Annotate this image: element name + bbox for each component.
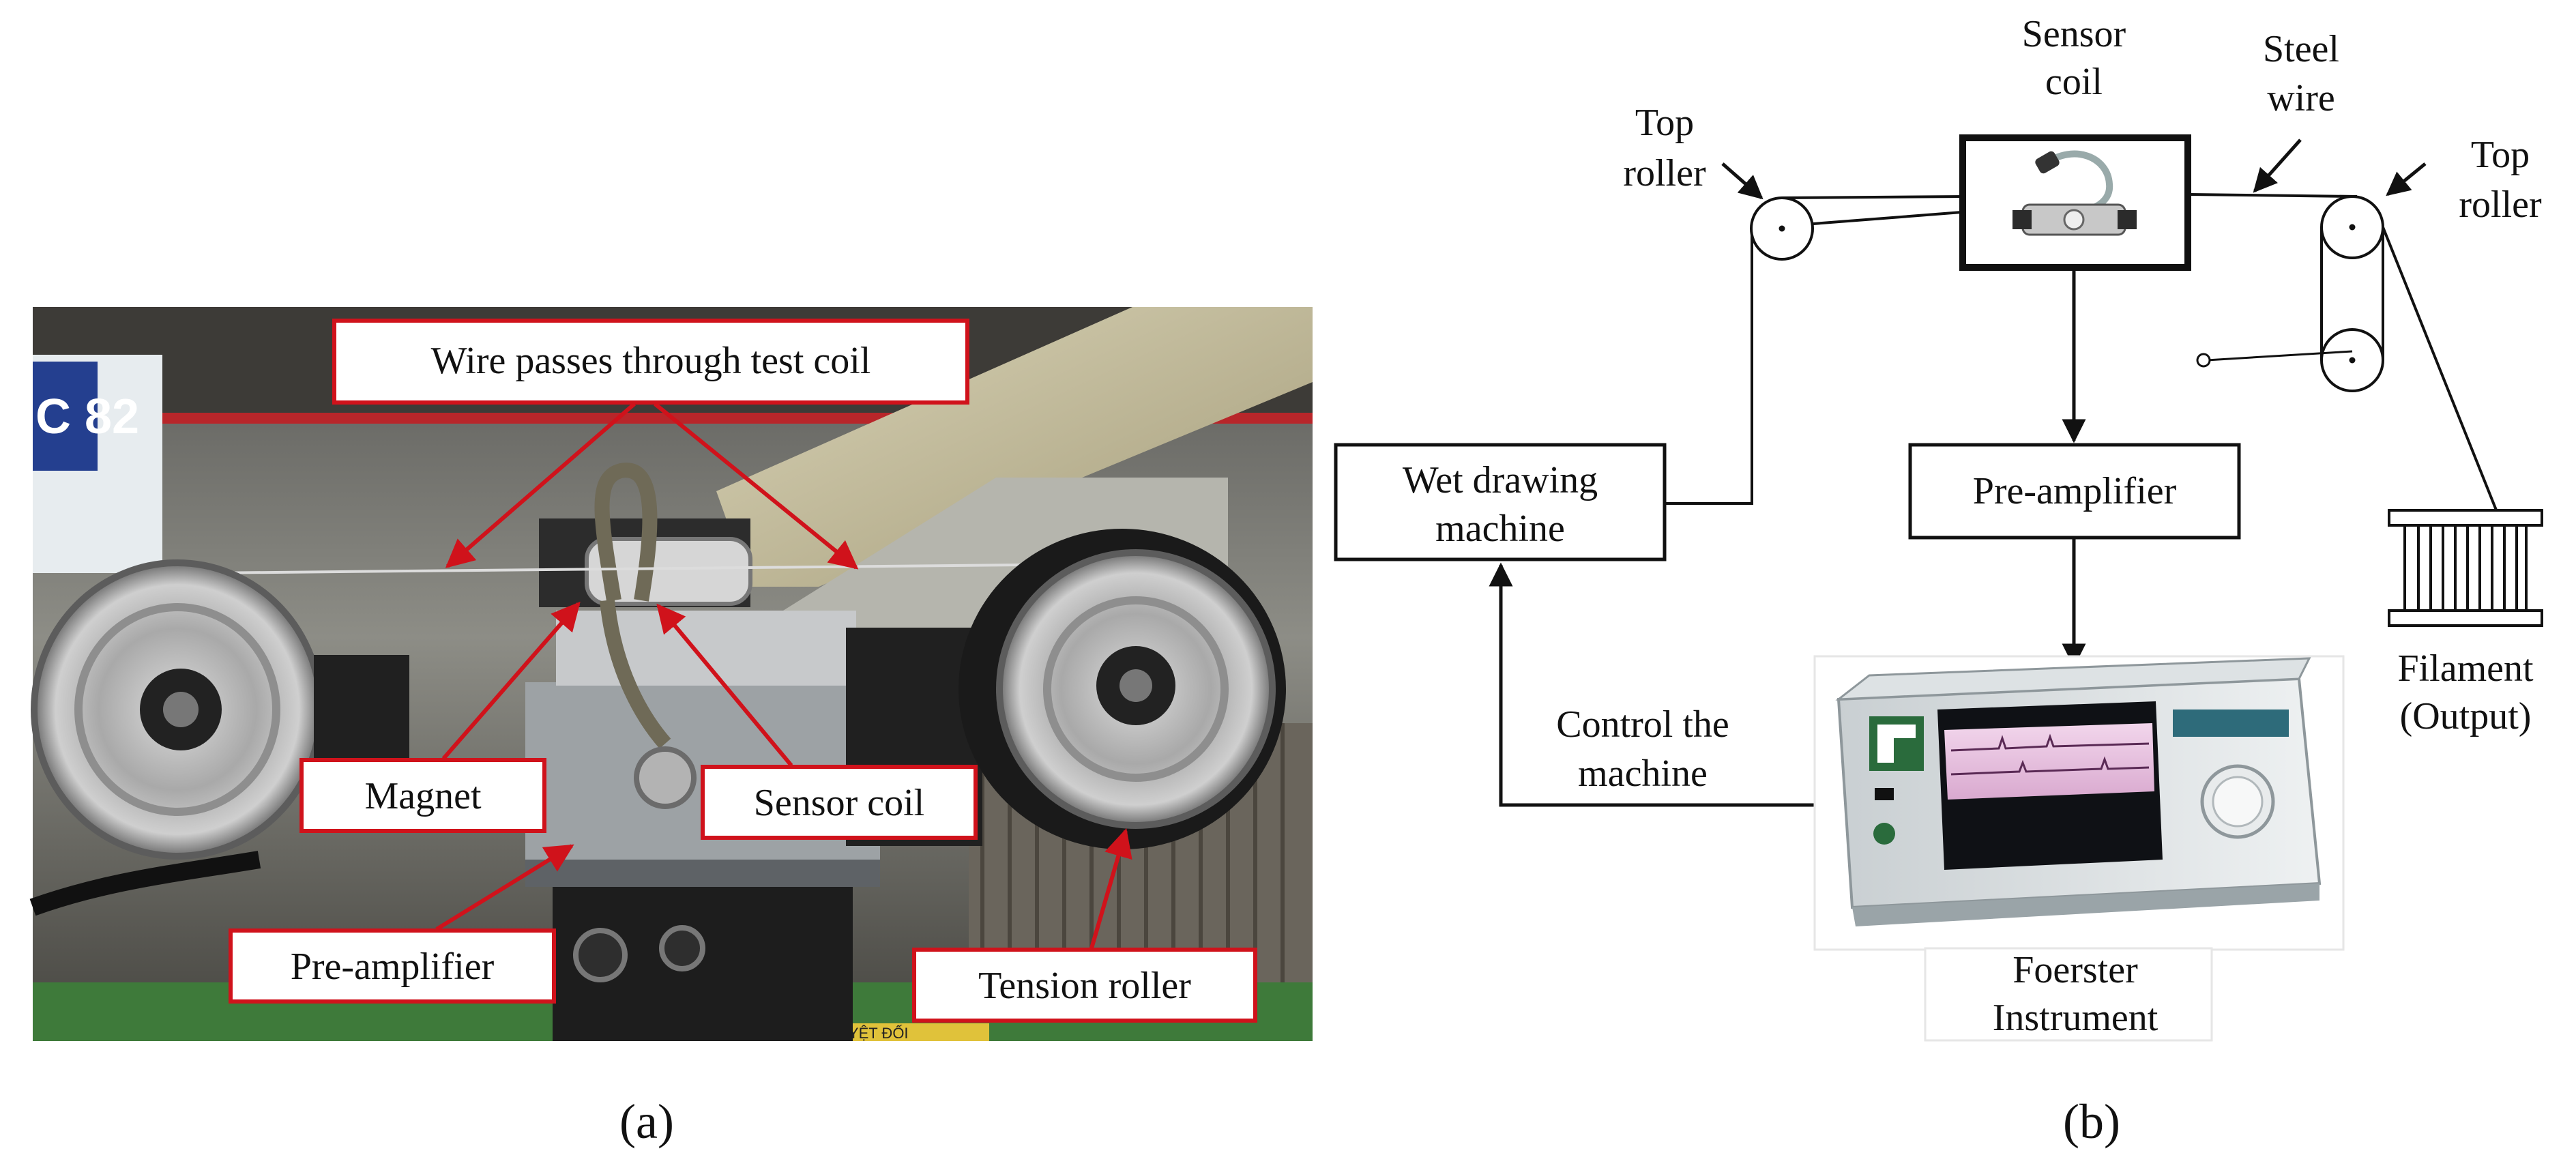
wire-to-coil xyxy=(1782,196,1966,198)
tension-pivot xyxy=(2197,354,2210,366)
right-top-roller-hub xyxy=(2350,224,2355,230)
top-roller-left-label-2: roller xyxy=(1623,152,1706,194)
control-label-2: machine xyxy=(1578,752,1708,795)
foerster-label-2: Instrument xyxy=(1993,997,2158,1039)
wet-drawing-label-2: machine xyxy=(1435,508,1565,550)
sensor-coil-label-1: Sensor xyxy=(2022,13,2126,55)
caption-b: (b) xyxy=(2063,1094,2120,1149)
magnet-housing xyxy=(556,611,856,686)
sign-text: C 82 xyxy=(35,390,139,444)
top-roller-right-label-1: Top xyxy=(2471,134,2530,176)
top-roller-right-pointer xyxy=(2388,164,2425,194)
caption-a: (a) xyxy=(619,1094,674,1149)
tension-roller-hub xyxy=(2350,357,2355,363)
filament-spool xyxy=(2389,510,2542,626)
control-label-1: Control the xyxy=(1556,703,1729,746)
left-top-roller-hub xyxy=(1779,226,1785,231)
callout-magnet-text: Magnet xyxy=(364,775,482,817)
filament-label-1: Filament xyxy=(2397,647,2534,690)
steel-wire-pointer xyxy=(2255,140,2300,191)
top-roller-left-pointer xyxy=(1723,164,1761,198)
callout-wire-text: Wire passes through test coil xyxy=(431,340,871,382)
stand-bolt-1 xyxy=(576,931,625,980)
foerster-label-1: Foerster xyxy=(2012,949,2138,991)
top-roller-left-label-1: Top xyxy=(1635,102,1694,144)
top-roller-right-label-2: roller xyxy=(2459,184,2542,226)
callout-sensor-coil-text: Sensor coil xyxy=(754,782,924,824)
preamp-base xyxy=(525,860,880,887)
wire-to-spool xyxy=(2383,227,2502,525)
steel-wire-label-2: wire xyxy=(2267,77,2335,119)
preamp-label: Pre-amplifier xyxy=(1973,470,2177,512)
cable-connector xyxy=(636,749,694,806)
wet-drawing-label-1: Wet drawing xyxy=(1403,459,1598,501)
stand-bolt-2 xyxy=(662,928,703,969)
callout-tension-roller-text: Tension roller xyxy=(978,965,1191,1007)
steel-wire-label-1: Steel xyxy=(2263,28,2339,70)
sensor-coil-label-2: coil xyxy=(2045,61,2103,103)
filament-label-2: (Output) xyxy=(2400,695,2532,737)
callout-preamp-text: Pre-amplifier xyxy=(291,946,495,988)
